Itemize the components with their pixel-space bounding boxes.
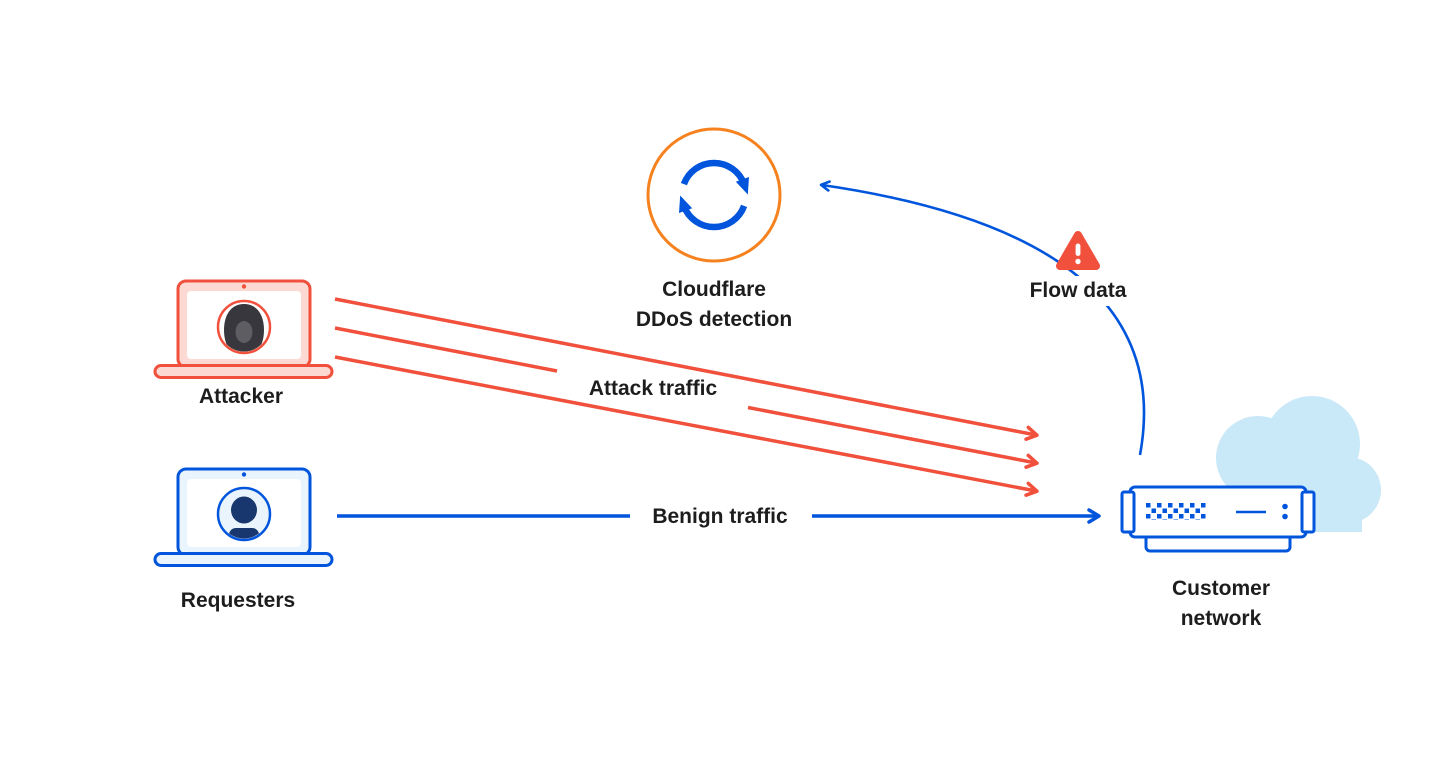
benign-traffic-label: Benign traffic	[652, 505, 788, 528]
customer-network-label-line1: Customer	[1171, 577, 1271, 600]
customer-network-label: Customer network	[1172, 574, 1270, 634]
flow-data-label: Flow data	[1024, 276, 1132, 306]
cloudflare-label-line2: DDoS detection	[635, 308, 793, 331]
requesters-label: Requesters	[180, 589, 296, 612]
flow-data-arrow	[819, 180, 1146, 456]
attack-traffic-arrows	[334, 297, 1039, 497]
server-led-grid	[1146, 503, 1206, 520]
attack-arrow-2	[334, 326, 1039, 469]
attack-traffic-label: Attack traffic	[588, 377, 718, 400]
requester-laptop-icon	[153, 467, 334, 567]
attacker-label: Attacker	[198, 385, 284, 408]
camera-dot	[241, 472, 247, 477]
warning-triangle-icon	[1056, 231, 1100, 270]
sync-cycle-icon	[646, 127, 782, 263]
attack-arrow-1	[334, 297, 1039, 441]
attacker-avatar	[216, 299, 272, 355]
server-icon	[1120, 485, 1316, 553]
camera-dot	[241, 284, 247, 289]
attack-arrow-3	[334, 355, 1039, 497]
cloudflare-label-line1: Cloudflare	[662, 278, 766, 301]
attacker-laptop-icon	[153, 279, 334, 379]
requester-avatar	[216, 486, 272, 542]
customer-network-label-line2: network	[1180, 607, 1262, 630]
cloudflare-label: Cloudflare DDoS detection	[636, 275, 792, 335]
